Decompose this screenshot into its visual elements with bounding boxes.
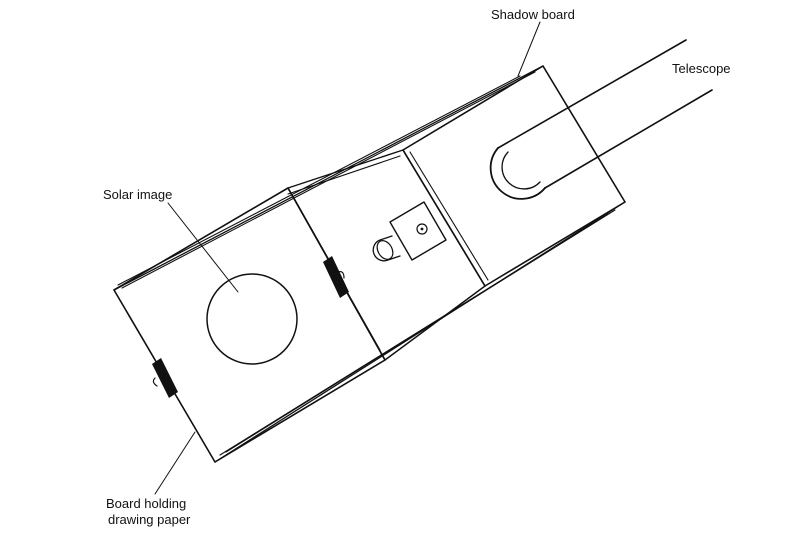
- solar-image-leader: [167, 202, 239, 293]
- shadow-board: [402, 65, 626, 287]
- paper-clip-middle: [323, 256, 349, 298]
- solar-image-label: Solar image: [103, 187, 172, 202]
- board-leader: [154, 431, 196, 495]
- shadow-board-leader: [517, 21, 541, 77]
- eyepiece-opening: [489, 147, 546, 200]
- box-sides: [113, 65, 626, 463]
- board-label-line2: drawing paper: [108, 512, 191, 527]
- board-label-line1: Board holding: [106, 496, 186, 511]
- telescope-label: Telescope: [672, 61, 731, 76]
- paper-clip-bottom: [152, 358, 178, 398]
- drawing-board: [113, 187, 386, 463]
- telescope: [497, 39, 713, 189]
- shadow-board-label: Shadow board: [491, 7, 575, 22]
- solar-image: [206, 273, 298, 365]
- eyepiece: [372, 201, 447, 262]
